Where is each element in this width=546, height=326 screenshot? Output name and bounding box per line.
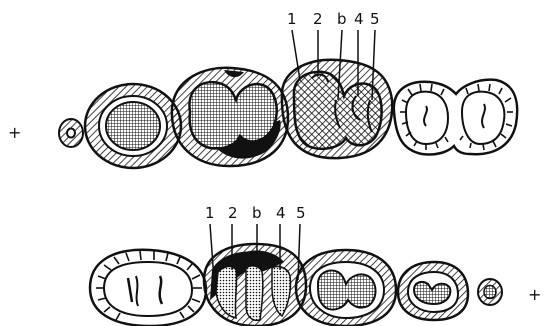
top-tooth-1 — [59, 119, 83, 147]
top-tooth-5 — [394, 80, 517, 155]
bottom-tooth-4 — [398, 262, 468, 320]
bottom-polarity-plus: + — [528, 285, 541, 304]
bottom-label-b: b — [252, 204, 262, 222]
bottom-tooth-1 — [90, 250, 206, 326]
bottom-label-2: 2 — [228, 204, 238, 222]
top-label-4: 4 — [354, 10, 364, 28]
top-tooth-3 — [172, 68, 288, 166]
bottom-row: + 1 2 b 4 5 — [90, 204, 541, 326]
bottom-tooth-2 — [204, 244, 306, 326]
top-row: + — [8, 10, 517, 168]
top-tooth-2 — [85, 84, 181, 168]
top-label-2: 2 — [313, 10, 323, 28]
bottom-label-5: 5 — [296, 204, 306, 222]
bottom-label-1: 1 — [205, 204, 215, 222]
bottom-label-4: 4 — [276, 204, 286, 222]
top-label-5: 5 — [370, 10, 380, 28]
top-polarity-plus: + — [8, 123, 21, 142]
top-label-1: 1 — [287, 10, 297, 28]
bottom-tooth-3 — [296, 250, 396, 326]
bottom-tooth-5 — [478, 279, 502, 305]
top-label-b: b — [337, 10, 347, 28]
